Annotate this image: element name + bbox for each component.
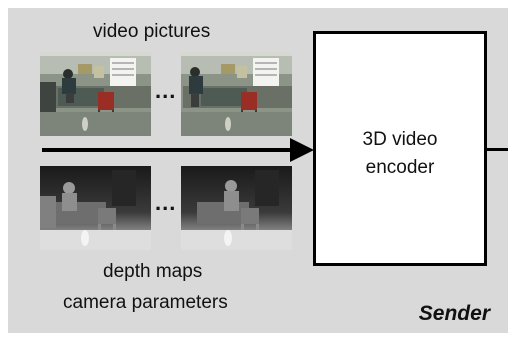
data-flow-arrow (42, 138, 314, 162)
3d-video-encoder-box: 3D video encoder (313, 31, 487, 266)
video-picture-thumbnail (181, 52, 292, 136)
video-picture-thumbnail (40, 52, 151, 136)
depth-map-thumbnail (181, 166, 292, 250)
video-pictures-label: video pictures (93, 21, 211, 42)
sender-label: Sender (418, 302, 490, 325)
encoder-output-line (487, 148, 508, 151)
depth-maps-label: depth maps (103, 261, 203, 282)
encoder-label: 3D video encoder (316, 126, 484, 182)
depth-map-thumbnail (40, 166, 151, 250)
depth-sequence-ellipsis: ... (155, 190, 177, 215)
video-sequence-ellipsis: ... (155, 78, 177, 103)
camera-parameters-label: camera parameters (63, 292, 228, 313)
encoder-label-line2: encoder (365, 157, 435, 178)
encoder-label-line1: 3D video (362, 129, 438, 150)
